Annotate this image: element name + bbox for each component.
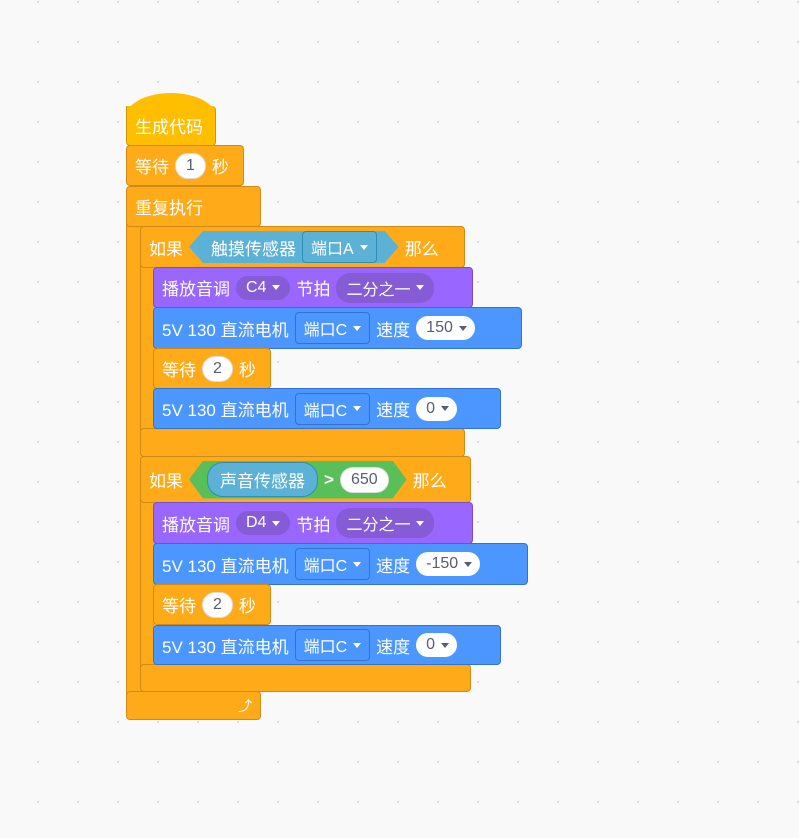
chevron-down-icon <box>353 406 362 411</box>
if-block-1-bottom <box>140 428 465 457</box>
wait-label: 等待 <box>135 158 169 177</box>
threshold-input[interactable]: 650 <box>340 467 389 493</box>
if-label: 如果 <box>149 239 183 259</box>
motor-label: 5V 130 直流电机 <box>162 401 289 420</box>
operator-symbol: > <box>324 469 334 489</box>
dc-motor-block[interactable]: 5V 130 直流电机端口C 速度 0 <box>153 388 501 429</box>
speed-label: 速度 <box>376 401 411 420</box>
beat-label: 节拍 <box>296 280 331 299</box>
port-dropdown[interactable]: 端口C <box>294 629 371 661</box>
forever-block[interactable]: 重复执行 <box>126 186 261 227</box>
port-value: 端口C <box>303 402 348 420</box>
port-value: 端口C <box>303 558 348 575</box>
chevron-down-icon <box>441 642 450 648</box>
port-dropdown[interactable]: 端口C <box>294 392 371 425</box>
touch-sensor-reporter[interactable]: 触摸传感器端口A <box>189 231 399 263</box>
if-block-1[interactable]: 如果 触摸传感器端口A 那么 <box>140 226 465 268</box>
chevron-down-icon <box>353 642 362 648</box>
chevron-down-icon <box>272 520 281 526</box>
note-dropdown[interactable]: C4 <box>236 275 291 300</box>
sound-sensor-reporter[interactable]: 声音传感器 <box>207 462 318 497</box>
if-block-2-bottom <box>140 664 471 692</box>
note-value: C4 <box>246 278 267 296</box>
dc-motor-block[interactable]: 5V 130 直流电机端口C 速度 -150 <box>153 543 528 585</box>
beat-value: 二分之一 <box>346 517 411 534</box>
wait-seconds-input[interactable]: 2 <box>202 355 233 382</box>
if-label: 如果 <box>149 472 183 491</box>
then-label: 那么 <box>404 239 439 259</box>
port-value: 端口C <box>303 639 348 656</box>
beat-value: 二分之一 <box>346 281 411 299</box>
port-value: 端口A <box>311 241 354 258</box>
speed-dropdown[interactable]: 0 <box>416 396 458 421</box>
chevron-down-icon <box>360 245 368 250</box>
then-label: 那么 <box>412 472 447 491</box>
if1-arm <box>140 262 155 432</box>
note-dropdown[interactable]: D4 <box>236 511 291 535</box>
speed-dropdown[interactable]: 150 <box>416 316 475 340</box>
port-dropdown[interactable]: 端口C <box>294 548 371 580</box>
dc-motor-block[interactable]: 5V 130 直流电机端口C 速度 0 <box>153 625 501 665</box>
speed-value: -150 <box>426 555 459 572</box>
speed-value: 0 <box>426 636 436 653</box>
hat-label: 生成代码 <box>135 118 203 137</box>
port-value: 端口C <box>303 322 348 339</box>
play-note-block[interactable]: 播放音调 C4 节拍二分之一 <box>153 267 473 308</box>
chevron-down-icon <box>416 285 425 290</box>
if-block-2[interactable]: 如果 声音传感器 >650 那么 <box>140 456 471 503</box>
beat-dropdown[interactable]: 二分之一 <box>336 508 435 538</box>
speed-value: 0 <box>426 399 436 417</box>
wait-seconds-input[interactable]: 2 <box>202 591 233 618</box>
when-generate-code-hat-block[interactable]: 生成代码 <box>126 106 216 146</box>
wait-label: 等待 <box>162 361 196 380</box>
wait-seconds-input[interactable]: 1 <box>175 152 206 179</box>
note-value: D4 <box>246 514 267 531</box>
speed-dropdown[interactable]: 0 <box>416 633 458 657</box>
seconds-label: 秒 <box>211 158 229 177</box>
if2-arm <box>140 496 155 668</box>
chevron-down-icon <box>353 325 362 331</box>
touch-sensor-label: 触摸传感器 <box>211 239 296 259</box>
beat-dropdown[interactable]: 二分之一 <box>336 272 435 303</box>
port-dropdown[interactable]: 端口C <box>294 312 371 344</box>
speed-label: 速度 <box>376 320 411 340</box>
play-note-block[interactable]: 播放音调 D4 节拍二分之一 <box>153 502 473 544</box>
speed-label: 速度 <box>376 637 411 657</box>
speed-value: 150 <box>426 319 453 336</box>
motor-label: 5V 130 直流电机 <box>162 556 289 576</box>
beat-label: 节拍 <box>296 515 331 535</box>
seconds-label: 秒 <box>238 361 256 380</box>
play-note-label: 播放音调 <box>162 515 230 535</box>
chevron-down-icon <box>353 561 362 567</box>
wait-label: 等待 <box>162 597 196 616</box>
play-note-label: 播放音调 <box>162 280 230 299</box>
repeat-arm <box>126 220 142 700</box>
seconds-label: 秒 <box>238 597 256 616</box>
forever-block-bottom: ⤴ <box>126 691 261 720</box>
speed-label: 速度 <box>376 556 411 576</box>
chevron-down-icon <box>416 520 425 526</box>
greater-than-operator[interactable]: 声音传感器 >650 <box>189 461 407 499</box>
speed-dropdown[interactable]: -150 <box>416 552 481 576</box>
loop-arrow-icon: ⤴ <box>238 697 252 714</box>
forever-label: 重复执行 <box>135 199 203 218</box>
motor-label: 5V 130 直流电机 <box>162 637 289 657</box>
chevron-down-icon <box>272 285 281 290</box>
port-dropdown[interactable]: 端口A <box>302 231 377 263</box>
chevron-down-icon <box>458 325 467 331</box>
motor-label: 5V 130 直流电机 <box>162 320 289 340</box>
chevron-down-icon <box>441 406 450 411</box>
chevron-down-icon <box>464 561 473 567</box>
dc-motor-block[interactable]: 5V 130 直流电机端口C 速度 150 <box>153 307 522 349</box>
